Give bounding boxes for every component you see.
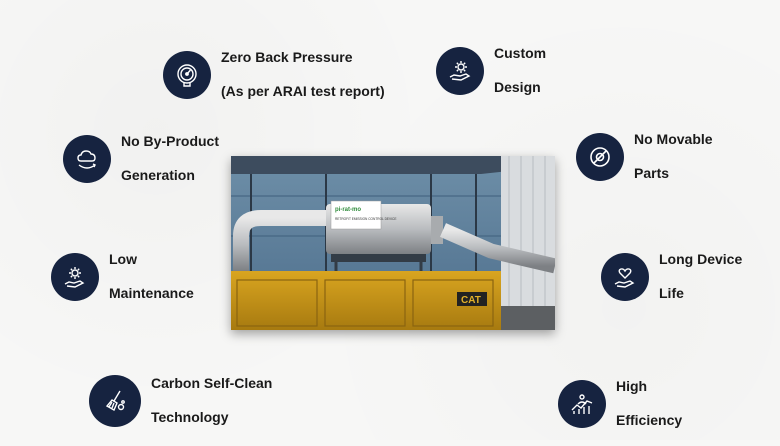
retrofit-device-image: pi-rat-mo RETROFIT EMISSION CONTROL DEVI… xyxy=(231,156,555,330)
feature-subtitle: Design xyxy=(494,79,541,95)
feature-subtitle: (As per ARAI test report) xyxy=(221,83,385,99)
feature-carbon-self-clean: Carbon Self-Clean Technology xyxy=(89,358,272,443)
feature-high-efficiency: High Efficiency xyxy=(558,361,682,446)
feature-title: Long Device xyxy=(659,251,743,267)
gear-hand-icon xyxy=(51,252,99,301)
feature-title: No By-Product xyxy=(121,133,219,149)
feature-zero-back-pressure: Zero Back Pressure (As per ARAI test rep… xyxy=(163,32,385,117)
feature-subtitle: Technology xyxy=(151,409,229,425)
feature-custom-design: Custom Design xyxy=(436,28,546,113)
feature-title: High xyxy=(616,378,648,394)
feature-title: Custom xyxy=(494,45,547,61)
product-photo: pi-rat-mo RETROFIT EMISSION CONTROL DEVI… xyxy=(231,156,555,330)
generator-badge: CAT xyxy=(461,295,481,306)
cloud-cycle-icon xyxy=(63,134,111,183)
feature-subtitle: Generation xyxy=(121,167,195,183)
brand-text: pi-rat-mo xyxy=(335,207,361,213)
device-label: RETROFIT EMISSION CONTROL DEVICE xyxy=(335,217,396,221)
feature-long-device-life: Long Device Life xyxy=(601,234,742,319)
feature-subtitle: Parts xyxy=(634,165,670,181)
gear-hand-icon xyxy=(436,46,484,95)
feature-title: No Movable xyxy=(634,131,713,147)
gauge-icon xyxy=(163,50,211,99)
feature-no-movable-parts: No Movable Parts xyxy=(576,114,713,199)
heart-hand-icon xyxy=(601,252,649,301)
feature-low-maintenance: Low Maintenance xyxy=(51,234,194,319)
feature-no-byproduct: No By-Product Generation xyxy=(63,116,219,201)
prohibited-icon xyxy=(576,132,624,181)
feature-subtitle: Life xyxy=(659,285,684,301)
feature-title: Low xyxy=(109,251,137,267)
growth-chart-icon xyxy=(558,379,606,428)
feature-title: Carbon Self-Clean xyxy=(151,375,273,391)
feature-subtitle: Efficiency xyxy=(616,412,683,428)
broom-icon xyxy=(89,374,141,427)
feature-subtitle: Maintenance xyxy=(109,285,194,301)
feature-title: Zero Back Pressure xyxy=(221,49,353,65)
